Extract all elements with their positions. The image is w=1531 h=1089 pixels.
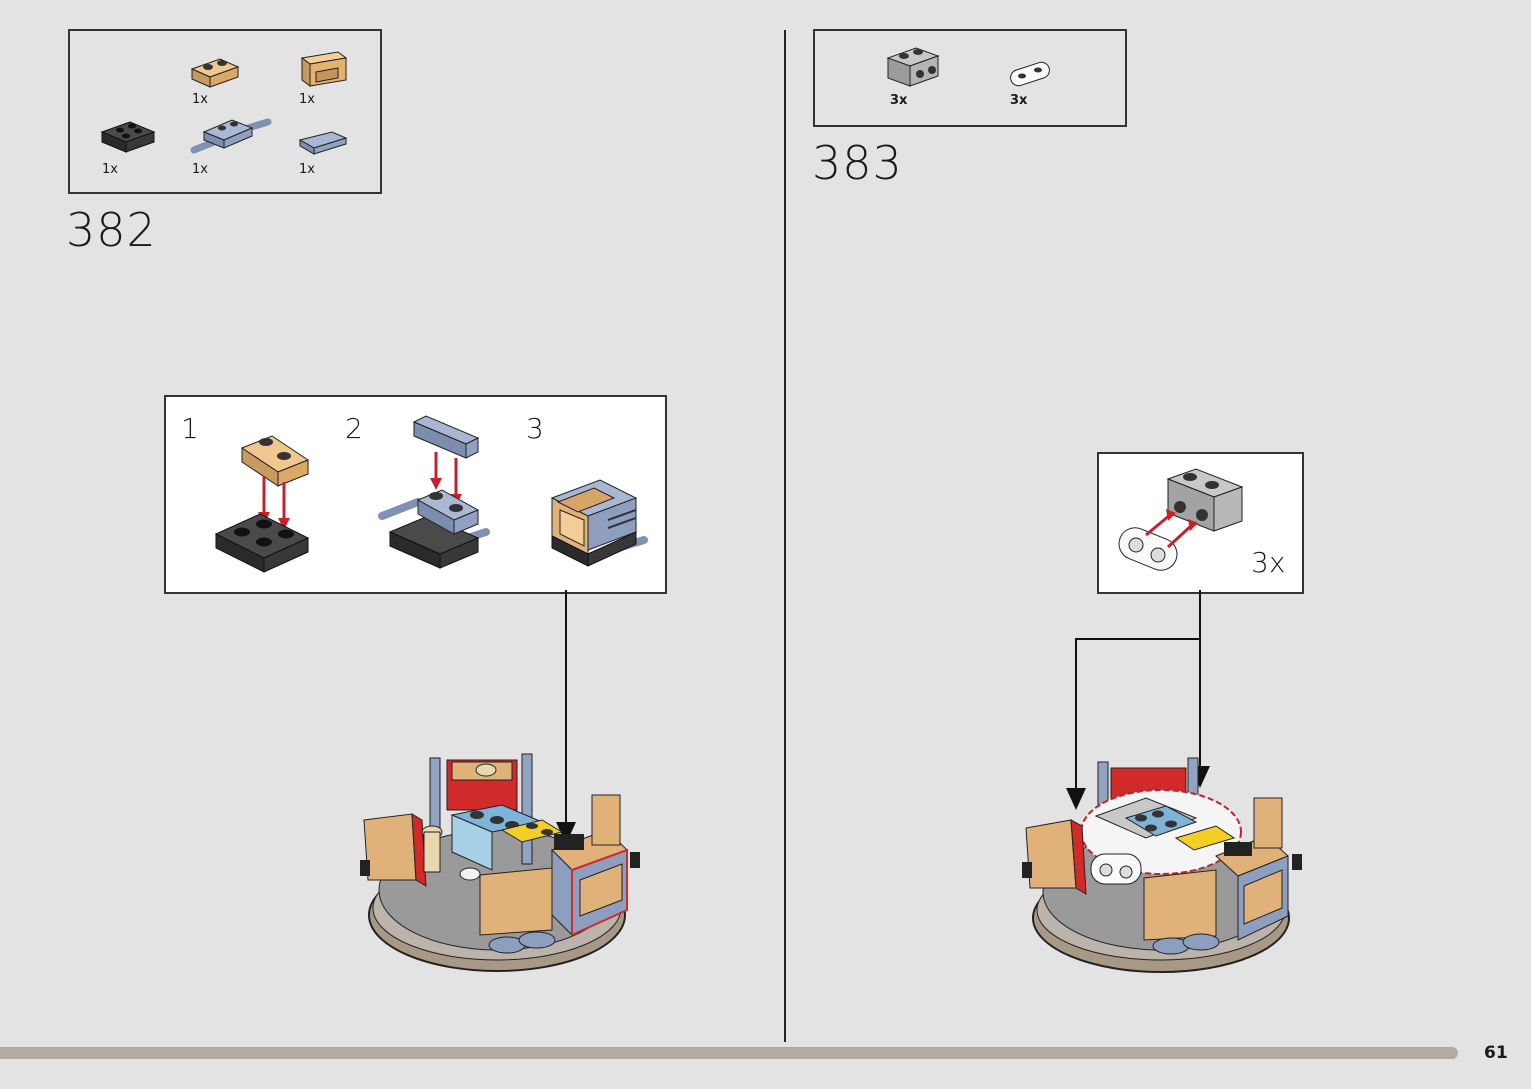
part-qty: 1x bbox=[192, 92, 208, 107]
sub-step-3-illustration bbox=[550, 479, 648, 567]
page-divider bbox=[784, 30, 786, 1042]
connector-arrowhead bbox=[1066, 788, 1086, 810]
callout-connector-line bbox=[1075, 638, 1077, 788]
sand-blue-bar-holder-icon bbox=[190, 118, 272, 154]
callout-qty: 3x bbox=[1251, 546, 1286, 579]
parts-list-box-383 bbox=[813, 29, 1127, 127]
step-number-383: 383 bbox=[812, 136, 903, 190]
sub-step-number: 2 bbox=[345, 412, 363, 445]
sub-step-number: 3 bbox=[526, 412, 544, 445]
connector-arrowhead bbox=[556, 822, 576, 844]
callout-connector-line bbox=[1199, 590, 1201, 770]
sand-blue-tile-1x2-icon bbox=[298, 131, 348, 155]
callout-connector-line bbox=[1075, 638, 1201, 640]
part-qty: 3x bbox=[890, 93, 908, 108]
grey-brick-1x2-studs-on-side-icon bbox=[886, 47, 940, 87]
main-assembly-382 bbox=[360, 753, 640, 972]
sub-step-1-illustration bbox=[214, 435, 310, 573]
part-qty: 1x bbox=[192, 162, 208, 177]
white-plate-1x2-rounded-icon bbox=[1010, 61, 1050, 87]
main-assembly-383 bbox=[1022, 757, 1302, 973]
sub-step-number: 1 bbox=[181, 412, 199, 445]
progress-bar bbox=[0, 1047, 1458, 1059]
callout-connector-line bbox=[565, 590, 567, 830]
callout-383-illustration bbox=[1118, 468, 1244, 571]
tan-plate-1x2-jumper-icon bbox=[190, 58, 240, 88]
page-number: 61 bbox=[1484, 1043, 1508, 1063]
step-number-382: 382 bbox=[66, 203, 157, 257]
sub-step-2-illustration bbox=[378, 415, 490, 569]
part-qty: 1x bbox=[299, 92, 315, 107]
black-plate-2x2-icon bbox=[100, 121, 156, 153]
parts-list-box-382 bbox=[68, 29, 382, 194]
part-qty: 3x bbox=[1010, 93, 1028, 108]
part-qty: 1x bbox=[299, 162, 315, 177]
part-qty: 1x bbox=[102, 162, 118, 177]
tan-seat-icon bbox=[300, 51, 348, 87]
